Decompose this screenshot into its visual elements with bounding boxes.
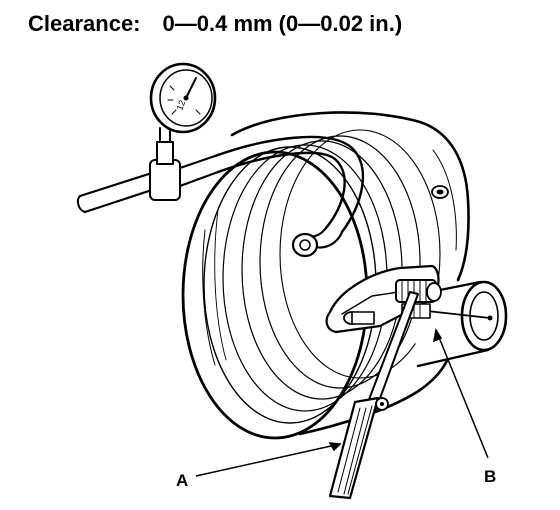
pushrod-opening: [460, 280, 508, 352]
clearance-label: Clearance:: [28, 11, 141, 36]
gauge-dial-text: 12: [174, 99, 187, 112]
vacuum-gauge: [149, 62, 217, 134]
clearance-value: 0—0.4 mm (0—0.02 in.): [162, 11, 403, 36]
check-valve: [291, 232, 319, 258]
gauge-needle: [185, 77, 197, 99]
hose-arc-outer: [213, 135, 365, 234]
callout-label-b: B: [484, 467, 496, 486]
hose-arc-inner: [216, 151, 346, 230]
callout-leaders: [195, 327, 489, 477]
hose-left-upper: [78, 170, 157, 198]
vacuum-hose-assembly: [76, 62, 365, 258]
leader-b: [435, 329, 489, 459]
leader-a: [195, 443, 341, 477]
feeler-gauge: [328, 291, 419, 500]
hose-tee: [149, 159, 181, 201]
booster-rib-5: [279, 129, 441, 379]
callout-label-a: A: [176, 471, 188, 490]
feeler-handle: [328, 396, 380, 500]
booster-front-face: [181, 150, 369, 440]
booster-lower-shell: [298, 343, 454, 436]
hose-left-lower: [83, 186, 160, 214]
booster-face-shade-2: [214, 209, 227, 361]
booster-vent-hole: [431, 185, 449, 199]
feeler-blade: [364, 291, 419, 413]
booster-rib-4: [259, 135, 421, 389]
clearance-spec: Clearance: 0—0.4 mm (0—0.02 in.): [28, 6, 548, 42]
booster-face-shade-1: [202, 229, 216, 366]
